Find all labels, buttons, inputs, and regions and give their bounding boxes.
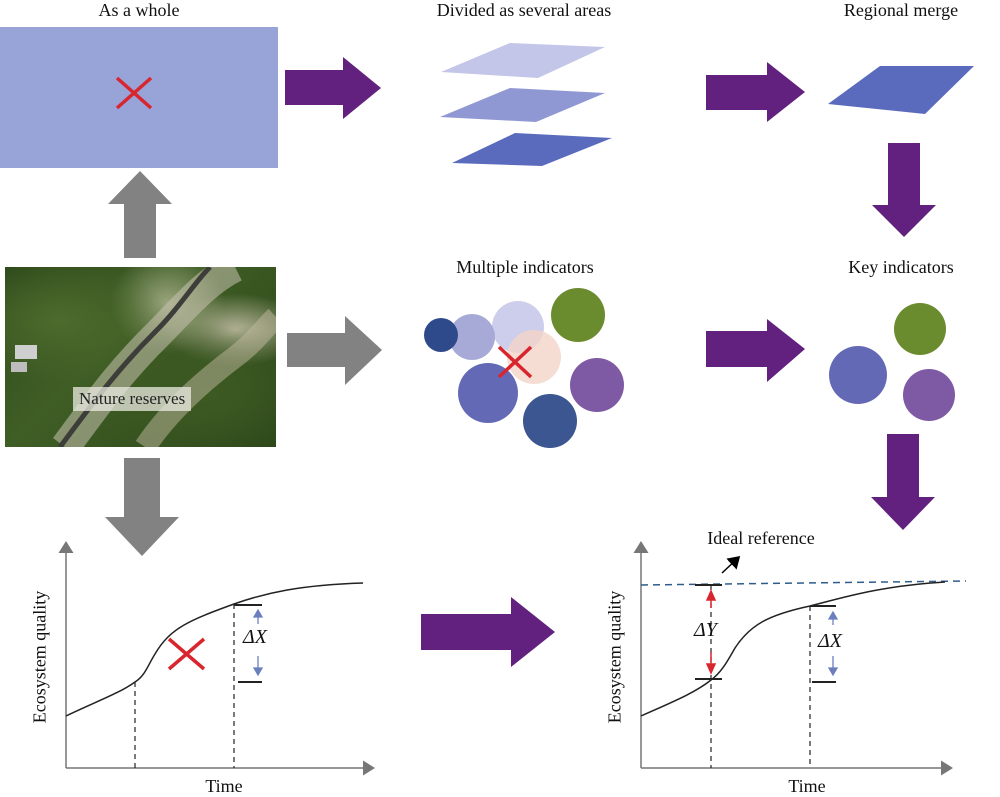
right-chart-y-label: Ecosystem quality xyxy=(604,590,625,724)
arrow-multiple-to-key xyxy=(706,319,805,382)
indicator-circle xyxy=(551,288,605,342)
arrow-photo-right xyxy=(287,316,382,385)
left-chart xyxy=(58,541,375,776)
left-chart-cross-icon xyxy=(167,637,206,671)
arrow-merge-down xyxy=(872,143,936,237)
delta-y-arrows xyxy=(705,589,717,675)
key-indicators-label: Key indicators xyxy=(848,257,954,277)
arrow-key-down xyxy=(871,434,935,530)
indicators-cross-icon xyxy=(497,345,533,379)
right-chart-delta-x: ΔX xyxy=(818,630,842,652)
right-chart-delta-x-arrows xyxy=(827,610,839,677)
whole-cross-icon xyxy=(115,76,153,110)
as-a-whole-label: As a whole xyxy=(98,0,180,20)
multiple-indicators-label: Multiple indicators xyxy=(456,257,594,277)
area-layer-3 xyxy=(452,133,612,166)
key-indicator-circle xyxy=(829,346,887,404)
right-chart-curve xyxy=(640,581,946,717)
merged-area xyxy=(828,66,974,114)
indicator-circle xyxy=(507,330,561,384)
left-chart-y-label: Ecosystem quality xyxy=(29,590,50,724)
area-layer-2 xyxy=(440,88,605,122)
divided-label: Divided as several areas xyxy=(436,0,612,20)
ideal-reference-pointer xyxy=(721,555,741,574)
arrow-photo-up xyxy=(108,171,172,258)
indicator-circle xyxy=(449,314,495,360)
arrow-chart-to-chart xyxy=(421,597,555,667)
indicator-circle xyxy=(570,358,624,412)
regional-merge-label: Regional merge xyxy=(843,0,959,20)
nature-reserves-label: Nature reserves xyxy=(73,387,192,411)
ideal-reference-label: Ideal reference xyxy=(707,528,815,548)
arrow-photo-down xyxy=(105,458,179,556)
left-chart-delta-x: ΔX xyxy=(243,626,267,648)
left-chart-delta-arrows xyxy=(252,608,264,677)
left-chart-x-label: Time xyxy=(205,776,243,796)
arrow-divided-to-merge xyxy=(706,62,805,122)
arrow-whole-to-divided xyxy=(285,57,381,119)
area-layer-1 xyxy=(441,43,605,78)
indicator-circle xyxy=(424,318,458,352)
nature-reserve-photo: Nature reserves xyxy=(5,267,276,447)
indicator-circle xyxy=(523,394,577,448)
left-chart-curve xyxy=(65,582,364,717)
delta-y-label: ΔY xyxy=(694,619,717,641)
indicator-circle xyxy=(458,363,518,423)
key-indicator-circle xyxy=(894,303,946,355)
right-chart xyxy=(633,541,967,776)
key-indicator-circle xyxy=(903,369,955,421)
right-chart-x-label: Time xyxy=(788,776,826,796)
